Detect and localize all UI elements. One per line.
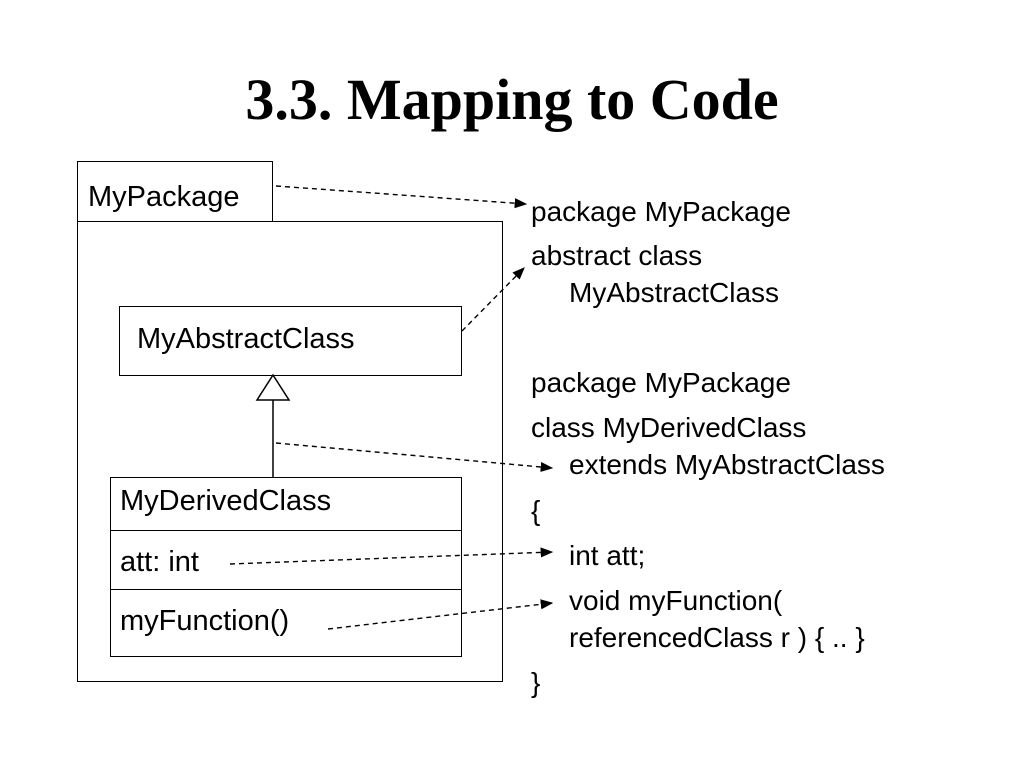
code-line-int-att: int att;	[569, 540, 646, 571]
slide-title: 3.3. Mapping to Code	[245, 67, 779, 132]
code-line-close-brace: }	[531, 667, 541, 698]
code-line-abstract-class: abstract class	[531, 240, 703, 271]
class-name-separator	[111, 530, 461, 531]
attribute-label: att: int	[120, 546, 199, 578]
package-name-label: MyPackage	[88, 181, 240, 213]
package-tab	[77, 161, 273, 222]
abstract-class-name-label: MyAbstractClass	[137, 323, 355, 355]
code-line-package-2: package MyPackage	[531, 367, 791, 398]
code-line-derived-class: class MyDerivedClass	[531, 412, 807, 443]
code-line-abstract-class-name: MyAbstractClass	[569, 277, 780, 308]
code-line-open-brace: {	[531, 495, 541, 526]
code-line-package-1: package MyPackage	[531, 196, 791, 227]
attribute-separator	[111, 589, 461, 590]
operation-label: myFunction()	[120, 605, 290, 637]
derived-class-name-label: MyDerivedClass	[120, 485, 332, 517]
abstract-class-box	[119, 306, 462, 376]
package-mapping-arrow	[275, 185, 528, 209]
code-line-extends: extends MyAbstractClass	[569, 449, 885, 480]
code-line-parameters: referencedClass r ) { .. }	[569, 622, 865, 653]
code-line-void-function: void myFunction(	[569, 585, 783, 616]
